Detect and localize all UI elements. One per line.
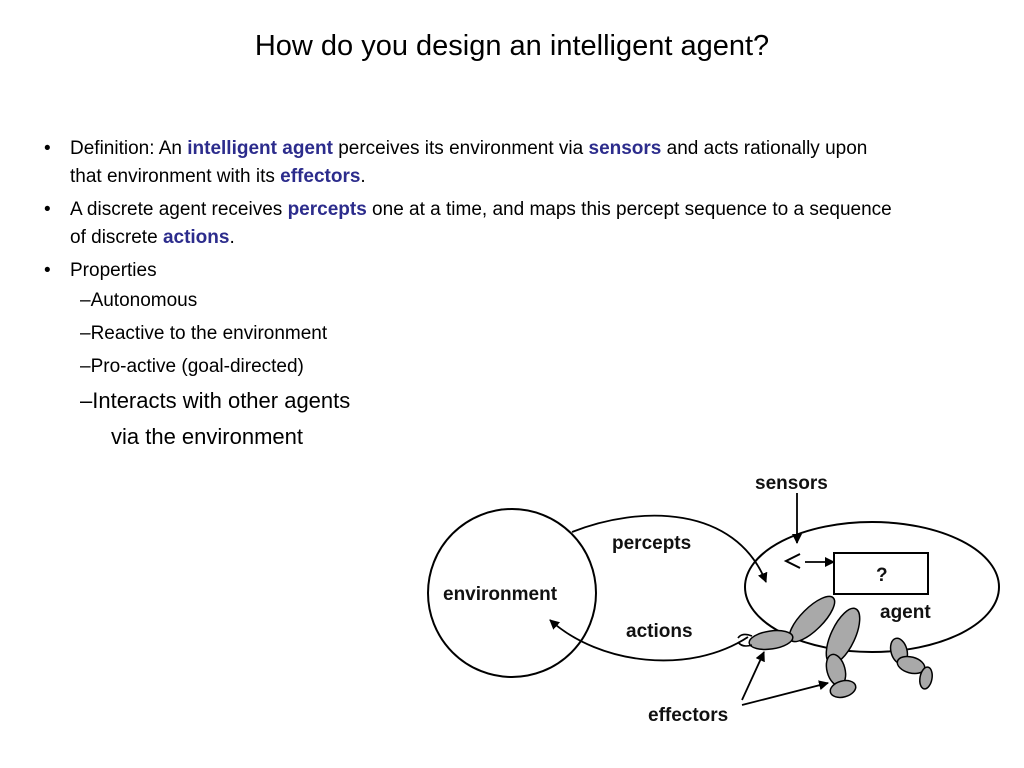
keyword-actions: actions <box>162 227 230 248</box>
bullet-discrete-agent: • A discrete agent receives percepts one… <box>44 196 904 252</box>
actions-label: actions <box>626 621 693 642</box>
bullet-text: . <box>360 166 366 187</box>
keyword-effectors: effectors <box>280 166 361 187</box>
property-reactive: –Reactive to the environment <box>80 323 328 344</box>
bullet-properties: • Properties <box>44 257 904 285</box>
bullet-dot: • <box>44 138 51 159</box>
agent-environment-diagram: environment percepts actions sensors age… <box>427 473 1000 726</box>
property-autonomous: –Autonomous <box>80 290 198 311</box>
keyword-sensors: sensors <box>588 138 662 159</box>
actions-arrow <box>549 619 749 662</box>
property-proactive: –Pro-active (goal-directed) <box>80 356 304 377</box>
bullet-text: . <box>229 227 235 248</box>
bullet-text: one at a time, and maps this percept seq… <box>70 199 892 248</box>
sensor-eye-icon <box>783 553 801 569</box>
effectors-arrow-arm <box>741 651 765 701</box>
agent-box <box>833 552 929 595</box>
environment-circle <box>427 508 597 678</box>
property-interacts-cont: via the environment <box>111 424 303 449</box>
agent-box-label: ? <box>876 565 888 586</box>
agent-label: agent <box>880 602 931 623</box>
percepts-label: percepts <box>612 533 691 554</box>
bullet-text: Properties <box>70 260 157 281</box>
bullet-text: and acts rationally upon that environmen… <box>70 138 868 187</box>
sensors-label: sensors <box>755 473 828 494</box>
environment-label: environment <box>443 584 558 605</box>
bullet-text: perceives its environment via <box>332 138 589 159</box>
claw-icon <box>737 633 753 647</box>
bullet-list: • Definition: An intelligent agent perce… <box>44 135 904 290</box>
property-interacts: –Interacts with other agents <box>80 388 351 413</box>
effectors-arrow-leg <box>741 680 829 706</box>
keyword-intelligent-agent: intelligent agent <box>187 138 333 159</box>
bullet-dot: • <box>44 260 51 281</box>
keyword-percepts: percepts <box>287 199 367 220</box>
effector-limbs <box>748 595 933 699</box>
bullet-text: A discrete agent receives <box>70 199 288 220</box>
bullet-text: Definition: An <box>70 138 188 159</box>
bullet-definition: • Definition: An intelligent agent perce… <box>44 135 904 191</box>
effectors-label: effectors <box>648 705 728 726</box>
bullet-dot: • <box>44 199 51 220</box>
slide-title: How do you design an intelligent agent? <box>254 30 770 62</box>
percepts-arrow <box>571 514 768 583</box>
